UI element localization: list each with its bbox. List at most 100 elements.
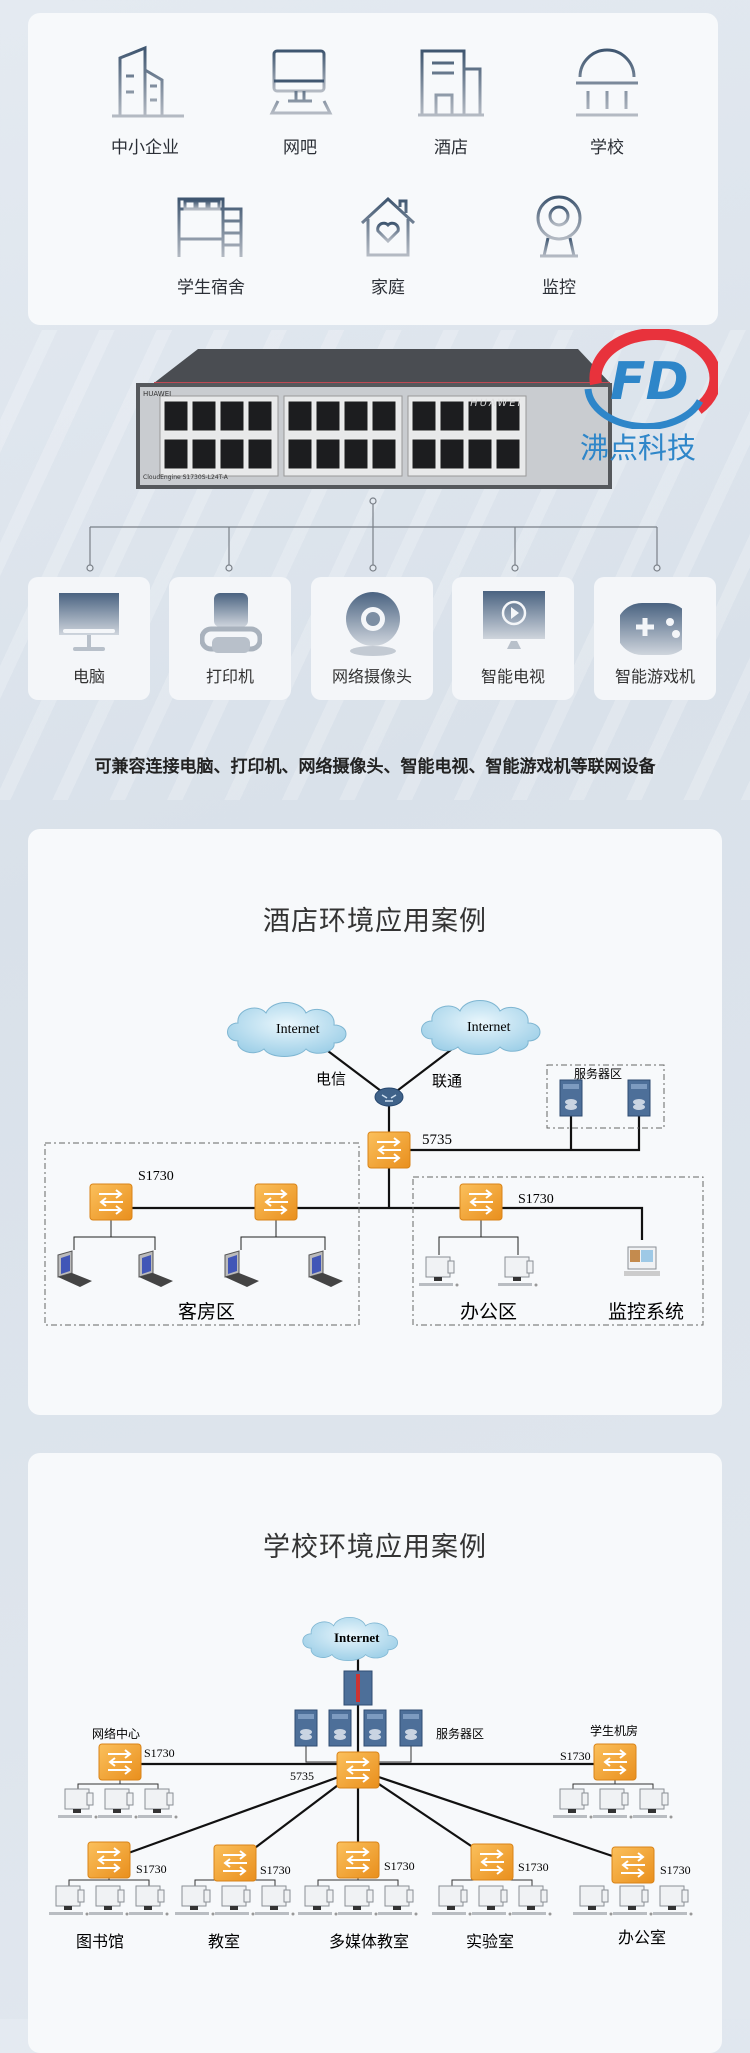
- pc-icon: [471, 1885, 512, 1916]
- zone-label: 办公室: [618, 1928, 666, 1947]
- pc-icon: [377, 1885, 418, 1916]
- server-icon: [294, 1709, 318, 1747]
- isp-label-unicom: 联通: [432, 1072, 462, 1090]
- pc-icon: [254, 1885, 295, 1916]
- pc-icon: [418, 1256, 459, 1287]
- access-switch-icon: [611, 1846, 655, 1884]
- device-label: 电脑: [72, 667, 105, 686]
- hotel-case-title: 酒店环境应用案例: [263, 906, 487, 937]
- access-switch-icon: [89, 1183, 133, 1221]
- server-icon: [363, 1709, 387, 1747]
- device-card-printer: 打印机: [169, 577, 291, 700]
- hotel-network-diagram: Internet Internet 电信 联通 5735 服务器区 S1730 …: [44, 1000, 704, 1326]
- access-switch-icon: [470, 1843, 514, 1881]
- access-switch-icon: [459, 1183, 503, 1221]
- ethernet-port: [315, 438, 341, 470]
- laptop-icon: [57, 1250, 93, 1288]
- school-case-title: 学校环境应用案例: [263, 1532, 487, 1563]
- scenario-card: [28, 13, 718, 325]
- pc-icon: [297, 1885, 338, 1916]
- ethernet-port: [287, 400, 313, 432]
- webcam-icon: [346, 592, 400, 656]
- core-switch-label: 5735: [290, 1769, 314, 1783]
- zone-label: 教室: [208, 1932, 240, 1951]
- pc-icon: [128, 1885, 169, 1916]
- pc-icon: [511, 1885, 552, 1916]
- isp-label-telecom: 电信: [316, 1070, 346, 1088]
- switch-brand-label: HUAWEI: [143, 390, 172, 398]
- zone-label: 实验室: [466, 1932, 514, 1951]
- access-switch-label: S1730: [138, 1169, 174, 1184]
- access-switch-icon: [593, 1743, 637, 1781]
- zone-label: 多媒体教室: [329, 1932, 409, 1951]
- server-icon: [399, 1709, 423, 1747]
- ethernet-port: [191, 400, 217, 432]
- device-card-computer: 电脑: [28, 577, 150, 700]
- scenario-label: 网吧: [283, 138, 317, 158]
- scenario-label: 监控: [542, 278, 576, 298]
- zone-label-guest-rooms: 客房区: [178, 1301, 235, 1323]
- switch-top-brand: HUAWEI: [469, 398, 524, 409]
- ethernet-port: [247, 438, 273, 470]
- zone-label-monitoring: 监控系统: [608, 1301, 684, 1323]
- zone-label: 图书馆: [76, 1932, 124, 1951]
- pc-icon: [48, 1885, 89, 1916]
- school-network-diagram: Internet 服务器区 5735 网络中心 S1730 学生机房 S1730…: [48, 1617, 693, 1951]
- device-label: 智能游戏机: [614, 667, 695, 686]
- device-card-smart-tv: 智能电视: [452, 577, 574, 700]
- student-lab-label: 学生机房: [590, 1723, 638, 1738]
- access-switch-icon: [213, 1844, 257, 1882]
- server-zone-label: 服务器区: [574, 1066, 622, 1081]
- ethernet-port: [439, 400, 465, 432]
- ethernet-port: [191, 438, 217, 470]
- access-switch-icon: [87, 1841, 131, 1879]
- access-switch-label: S1730: [260, 1863, 291, 1877]
- ethernet-port: [343, 438, 369, 470]
- ethernet-port: [439, 438, 465, 470]
- monitoring-station-icon: [623, 1246, 661, 1277]
- printer-icon: [200, 593, 262, 653]
- connection-tree: [86, 497, 661, 572]
- pc-icon: [88, 1885, 129, 1916]
- laptop-icon: [224, 1250, 260, 1288]
- scenario-label: 家庭: [371, 278, 405, 298]
- pc-icon: [552, 1788, 593, 1819]
- device-label: 网络摄像头: [331, 667, 412, 686]
- access-switch-label: S1730: [136, 1862, 167, 1876]
- hotel-icon: [414, 45, 488, 123]
- pc-icon: [652, 1885, 693, 1916]
- laptop-icon: [138, 1250, 174, 1288]
- access-switch-icon: [98, 1743, 142, 1781]
- pc-icon: [174, 1885, 215, 1916]
- zone-label-office: 办公区: [460, 1301, 517, 1323]
- compatibility-caption: 可兼容连接电脑、打印机、网络摄像头、智能电视、智能游戏机等联网设备: [94, 757, 656, 777]
- router-icon: [374, 1087, 404, 1107]
- ethernet-port: [371, 400, 397, 432]
- access-switch-label: S1730: [660, 1863, 691, 1877]
- company-logo: FD 沸点科技: [578, 327, 722, 465]
- access-switch-icon: [254, 1183, 298, 1221]
- scenario-label: 学校: [590, 138, 624, 158]
- access-switch-label: S1730: [518, 1192, 554, 1207]
- scenario-label: 酒店: [434, 138, 468, 158]
- logo-letters: FD: [610, 352, 689, 412]
- computer-icon: [264, 47, 336, 121]
- gamepad-icon: [620, 603, 682, 655]
- core-switch-icon: [336, 1751, 380, 1789]
- access-switch-label: S1730: [560, 1749, 591, 1763]
- ethernet-port: [163, 400, 189, 432]
- server-icon: [559, 1079, 583, 1117]
- ethernet-port: [495, 400, 521, 432]
- ethernet-port: [495, 438, 521, 470]
- scenario-label: 学生宿舍: [177, 278, 245, 298]
- network-center-label: 网络中心: [92, 1726, 140, 1741]
- access-switch-label: S1730: [518, 1860, 549, 1874]
- camera-icon: [534, 194, 584, 264]
- pc-icon: [97, 1788, 138, 1819]
- pc-icon: [57, 1788, 98, 1819]
- access-switch-icon: [336, 1841, 380, 1879]
- laptop-icon: [308, 1250, 344, 1288]
- ethernet-port: [163, 438, 189, 470]
- pc-icon: [612, 1885, 653, 1916]
- pc-icon: [632, 1788, 673, 1819]
